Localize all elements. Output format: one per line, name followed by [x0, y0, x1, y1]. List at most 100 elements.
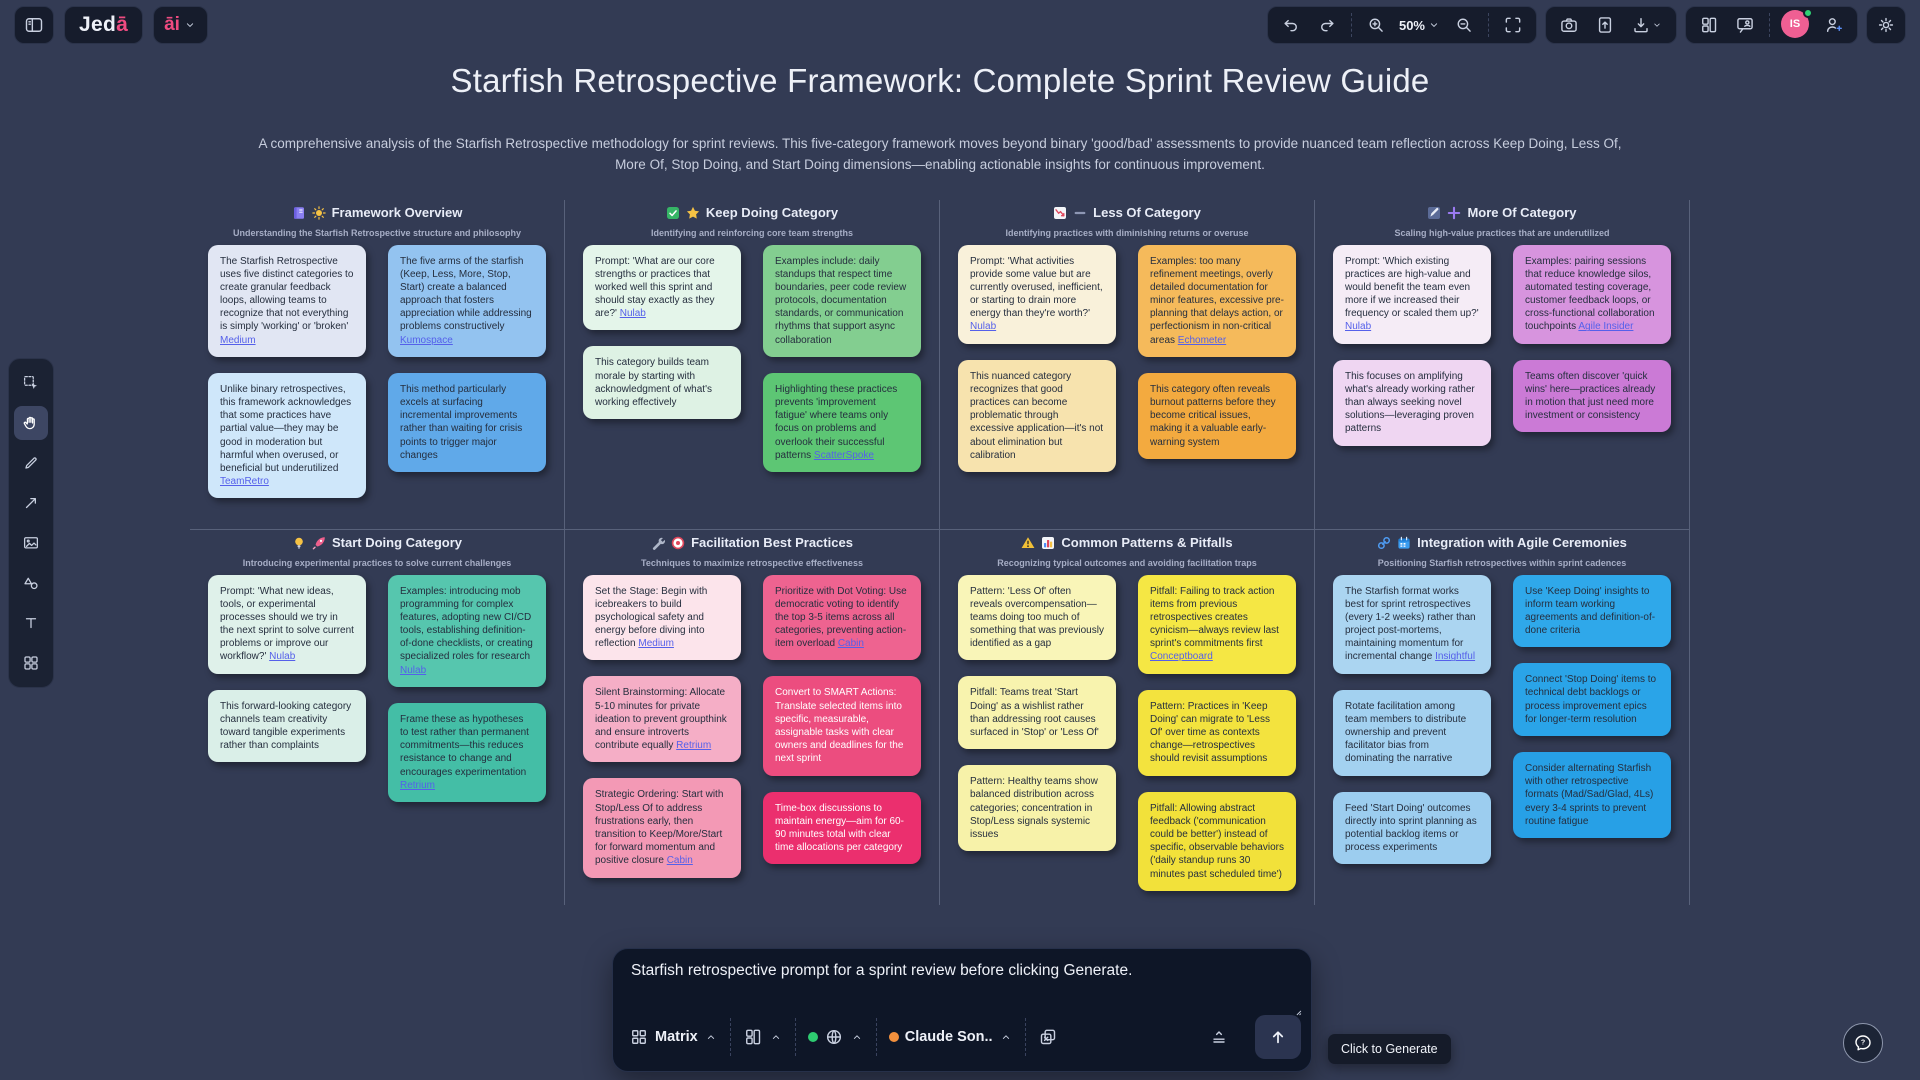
sticky-note[interactable]: This category builds team morale by star…: [583, 346, 741, 420]
note-source-link[interactable]: Retrium: [400, 779, 436, 791]
note-source-link[interactable]: Nulab: [1345, 321, 1372, 333]
fullscreen-button[interactable]: [1496, 8, 1530, 42]
sticky-note[interactable]: Use 'Keep Doing' insights to inform team…: [1513, 574, 1671, 648]
sticky-note[interactable]: This category often reveals burnout patt…: [1138, 372, 1296, 459]
settings-button[interactable]: [1866, 6, 1906, 44]
sticky-note[interactable]: Rotate facilitation among team members t…: [1333, 689, 1491, 776]
expand-options-button[interactable]: [1197, 1027, 1241, 1047]
undo-button[interactable]: [1274, 8, 1308, 42]
sticky-note[interactable]: Highlighting these practices prevents 'i…: [763, 372, 921, 472]
download-button[interactable]: [1624, 8, 1670, 42]
sticky-note[interactable]: Strategic Ordering: Start with Stop/Less…: [583, 778, 741, 878]
sticky-note[interactable]: The Starfish format works best for sprin…: [1333, 574, 1491, 674]
sticky-note[interactable]: The five arms of the starfish (Keep, Les…: [388, 244, 546, 357]
note-text: Pattern: Practices in 'Keep Doing' can m…: [1150, 700, 1270, 765]
tool-text[interactable]: [14, 606, 48, 640]
sticky-note[interactable]: Examples: introducing mob programming fo…: [388, 574, 546, 687]
note-source-link[interactable]: Agile Insider: [1578, 321, 1634, 333]
note-source-link[interactable]: Nulab: [269, 651, 296, 663]
sticky-note[interactable]: Prompt: 'What activities provide some va…: [958, 244, 1116, 344]
note-text: Highlighting these practices prevents 'i…: [775, 383, 898, 461]
prompt-input[interactable]: Starfish retrospective prompt for a spri…: [631, 962, 1133, 979]
tool-arrow[interactable]: [14, 486, 48, 520]
note-source-link[interactable]: Medium: [220, 334, 256, 346]
sticky-note[interactable]: Connect 'Stop Doing' items to technical …: [1513, 663, 1671, 736]
tool-select[interactable]: [14, 366, 48, 400]
note-source-link[interactable]: Conceptboard: [1150, 651, 1213, 663]
note-source-link[interactable]: Nulab: [400, 664, 427, 676]
sticky-note[interactable]: Prompt: 'What new ideas, tools, or exper…: [208, 574, 366, 674]
language-select[interactable]: [796, 1027, 876, 1047]
note-source-link[interactable]: Retrium: [676, 740, 712, 752]
ai-menu-button[interactable]: āi: [153, 6, 208, 44]
section-title: Integration with Agile Ceremonies: [1417, 535, 1627, 550]
export-button[interactable]: [1588, 8, 1622, 42]
sticky-note[interactable]: Prompt: 'What are our core strengths or …: [583, 244, 741, 331]
sticky-note[interactable]: Convert to SMART Actions: Translate sele…: [763, 676, 921, 776]
note-text: Examples: introducing mob programming fo…: [400, 585, 533, 663]
zoom-in-button[interactable]: [1359, 8, 1393, 42]
zoom-level-dropdown[interactable]: 50%: [1395, 18, 1445, 33]
tool-pen[interactable]: [14, 446, 48, 480]
zoom-out-button[interactable]: [1447, 8, 1481, 42]
resize-handle-icon[interactable]: [1289, 1003, 1303, 1017]
layout-select[interactable]: [731, 1027, 795, 1047]
sticky-note[interactable]: Unlike binary retrospectives, this frame…: [208, 372, 366, 499]
note-source-link[interactable]: Echometer: [1177, 334, 1227, 346]
note-source-link[interactable]: TeamRetro: [220, 476, 269, 488]
screenshot-button[interactable]: [1552, 8, 1586, 42]
sticky-note[interactable]: Consider alternating Starfish with other…: [1513, 752, 1671, 838]
tool-shapes[interactable]: [14, 566, 48, 600]
present-button[interactable]: [1728, 8, 1762, 42]
tool-apps[interactable]: [14, 646, 48, 680]
tool-hand[interactable]: [14, 406, 48, 440]
sticky-note[interactable]: Examples include: daily standups that re…: [763, 244, 921, 357]
sticky-note[interactable]: This focuses on amplifying what's alread…: [1333, 359, 1491, 446]
generate-button[interactable]: [1255, 1015, 1301, 1059]
note-source-link[interactable]: Cabin: [837, 638, 864, 650]
mode-select[interactable]: Matrix: [625, 1027, 730, 1047]
sticky-note[interactable]: Pitfall: Failing to track action items f…: [1138, 574, 1296, 674]
sticky-note[interactable]: This nuanced category recognizes that go…: [958, 359, 1116, 472]
sticky-note[interactable]: Frame these as hypotheses to test rather…: [388, 702, 546, 802]
invite-user-button[interactable]: [1817, 8, 1851, 42]
sticky-note[interactable]: Prioritize with Dot Voting: Use democrat…: [763, 574, 921, 661]
sticky-note[interactable]: Pattern: Practices in 'Keep Doing' can m…: [1138, 689, 1296, 776]
note-source-link[interactable]: Kumospace: [400, 334, 453, 346]
note-source-link[interactable]: Cabin: [666, 855, 693, 867]
layout-columns-button[interactable]: [1692, 8, 1726, 42]
sticky-note[interactable]: Time-box discussions to maintain energy—…: [763, 791, 921, 865]
model-select[interactable]: Claude Son..: [877, 1029, 1025, 1045]
note-source-link[interactable]: Medium: [638, 638, 674, 650]
redo-button[interactable]: [1310, 8, 1344, 42]
sticky-note[interactable]: Teams often discover 'quick wins' here—p…: [1513, 359, 1671, 433]
mode-label: Matrix: [655, 1029, 698, 1045]
sidebar-toggle-button[interactable]: [14, 6, 54, 44]
sticky-note[interactable]: Feed 'Start Doing' outcomes directly int…: [1333, 791, 1491, 865]
sticky-note[interactable]: Set the Stage: Begin with icebreakers to…: [583, 574, 741, 661]
help-chat-button[interactable]: ?: [1843, 1023, 1883, 1063]
sticky-note[interactable]: This method particularly excels at surfa…: [388, 372, 546, 472]
note-source-link[interactable]: Insightful: [1435, 651, 1476, 663]
note-source-link[interactable]: Nulab: [619, 308, 646, 320]
sticky-note[interactable]: Pattern: 'Less Of' often reveals overcom…: [958, 574, 1116, 661]
paste-button[interactable]: [1026, 1027, 1070, 1047]
export-icon: [1595, 15, 1615, 35]
tool-frame[interactable]: [14, 526, 48, 560]
sticky-note[interactable]: Pattern: Healthy teams show balanced dis…: [958, 765, 1116, 852]
sticky-note[interactable]: Pitfall: Allowing abstract feedback ('co…: [1138, 791, 1296, 891]
note-source-link[interactable]: ScatterSpoke: [813, 449, 874, 461]
sticky-note[interactable]: Examples: too many refinement meetings, …: [1138, 244, 1296, 357]
sticky-note[interactable]: Examples: pairing sessions that reduce k…: [1513, 244, 1671, 344]
sticky-note[interactable]: This forward-looking category channels t…: [208, 689, 366, 763]
apps-icon: [22, 654, 40, 672]
sticky-note[interactable]: The Starfish Retrospective uses five dis…: [208, 244, 366, 357]
sticky-note[interactable]: Prompt: 'Which existing practices are hi…: [1333, 244, 1491, 344]
sticky-note[interactable]: Silent Brainstorming: Allocate 5-10 minu…: [583, 676, 741, 763]
divider: [1350, 13, 1352, 37]
note-source-link[interactable]: Nulab: [970, 321, 997, 333]
sticky-note[interactable]: Pitfall: Teams treat 'Start Doing' as a …: [958, 676, 1116, 750]
user-avatar[interactable]: IS: [1781, 8, 1813, 40]
